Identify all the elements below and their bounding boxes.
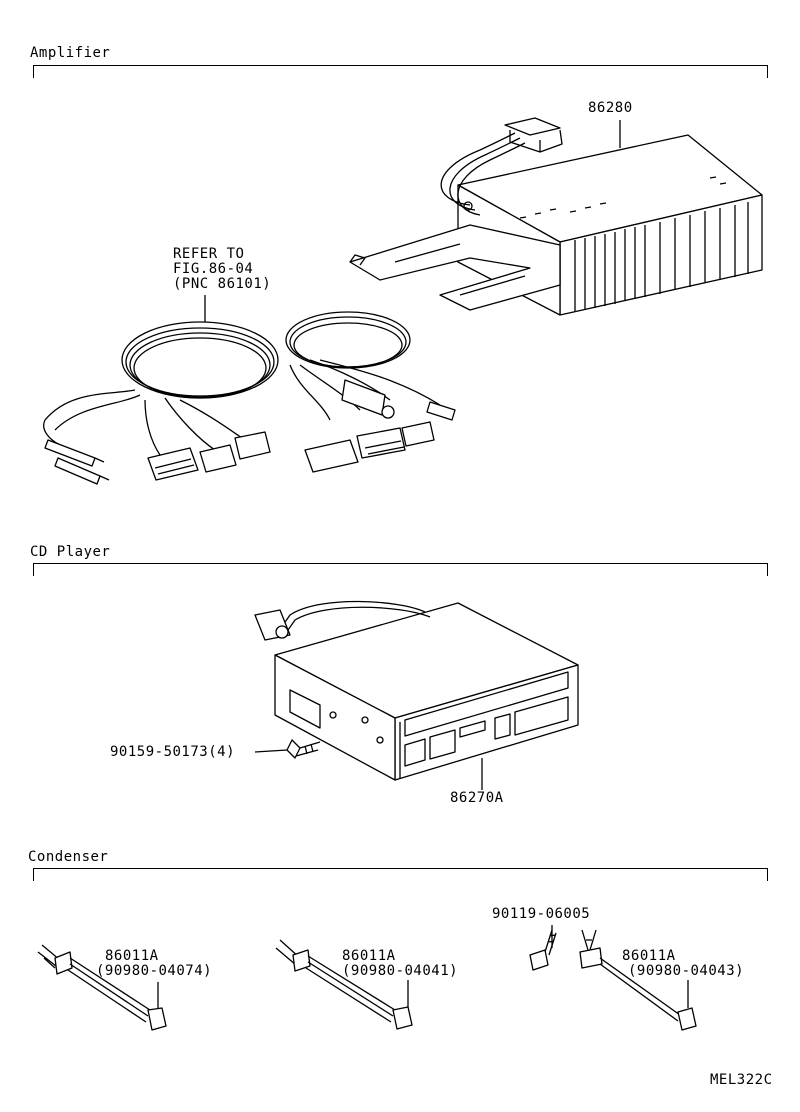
condenser-3-pnc: (90980-04043) xyxy=(628,963,745,979)
wire-harness-coil-right xyxy=(286,312,410,368)
condenser-1-part-number: 86011A xyxy=(105,948,159,964)
part-number-86270a: 86270A xyxy=(450,790,504,806)
refer-note-line3: (PNC 86101) xyxy=(173,276,272,292)
condenser-2-part-number: 86011A xyxy=(342,948,396,964)
condenser-3-part-number: 86011A xyxy=(622,948,676,964)
condenser-3 xyxy=(580,930,696,1030)
refer-note-line1: REFER TO xyxy=(173,246,245,262)
condenser-1 xyxy=(38,945,166,1030)
condenser-2-pnc: (90980-04041) xyxy=(342,963,459,979)
section-title-cd-player: CD Player xyxy=(30,544,111,560)
condenser-1-pnc: (90980-04074) xyxy=(96,963,213,979)
section-title-amplifier: Amplifier xyxy=(30,45,111,61)
part-number-86280: 86280 xyxy=(588,100,633,116)
harness-leads-right xyxy=(290,360,455,472)
part-number-cd-screw: 90159-50173(4) xyxy=(110,744,236,760)
condenser-bolt-part-number: 90119-06005 xyxy=(492,906,591,922)
wire-harness-coil-left xyxy=(122,322,278,398)
harness-leads-left xyxy=(44,390,270,484)
section-divider-condenser xyxy=(33,868,768,881)
refer-note-line2: FIG.86-04 xyxy=(173,261,254,277)
condenser-bolt xyxy=(530,925,556,970)
section-divider-cd-player xyxy=(33,563,768,576)
section-title-condenser: Condenser xyxy=(28,849,109,865)
section-divider-amplifier xyxy=(33,65,768,78)
amplifier-unit xyxy=(350,118,762,315)
condenser-2 xyxy=(276,940,412,1029)
cd-screw xyxy=(255,740,320,758)
diagram-code: MEL322C xyxy=(710,1072,773,1088)
cd-player-unit xyxy=(255,601,578,780)
